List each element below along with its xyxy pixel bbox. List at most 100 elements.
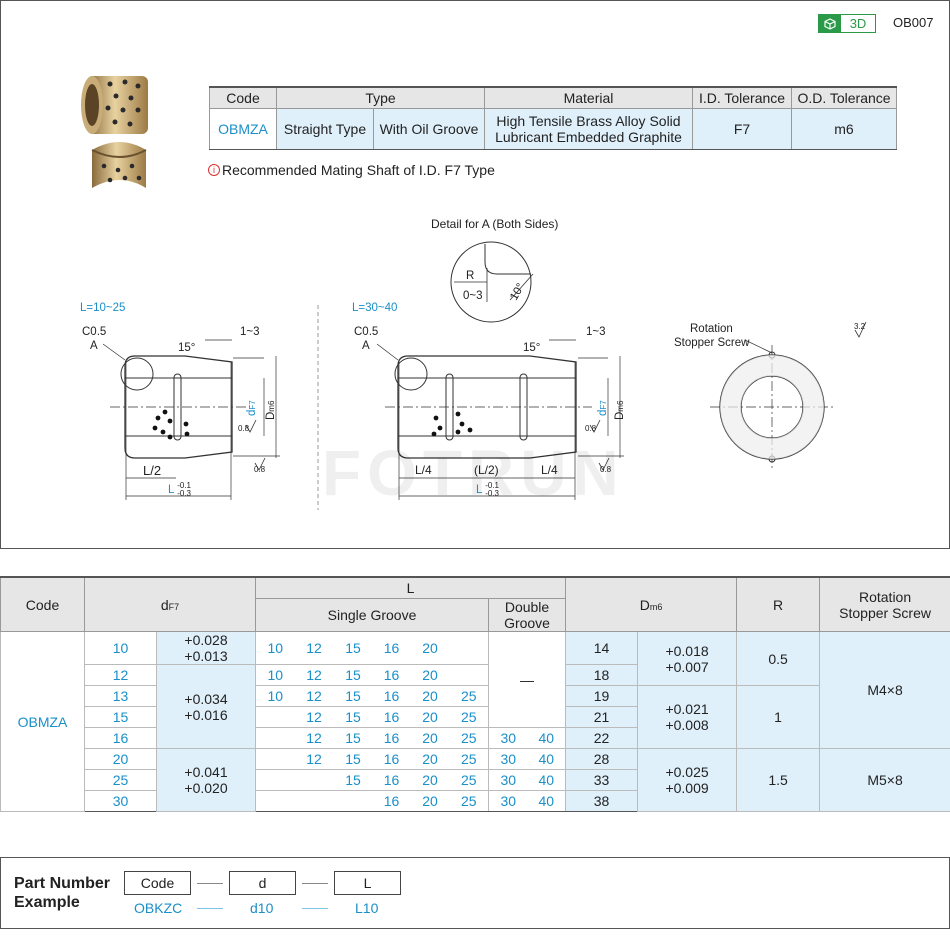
single-groove-length: 10 bbox=[255, 631, 295, 665]
single-groove-length: 25 bbox=[449, 790, 489, 812]
od-value: 21 bbox=[565, 706, 639, 728]
header-code: Code bbox=[0, 576, 85, 632]
single-groove-length: 16 bbox=[372, 664, 411, 686]
d-value: 25 bbox=[84, 769, 157, 791]
single-groove-length bbox=[255, 748, 295, 770]
single-groove-length bbox=[449, 664, 489, 686]
spec-header-type: Type bbox=[276, 86, 485, 109]
od-value: 33 bbox=[565, 769, 639, 791]
spec-code: OBMZA bbox=[209, 108, 277, 150]
od-value: 18 bbox=[565, 664, 639, 686]
double-groove-length: 30 bbox=[488, 790, 528, 812]
right-l-dim: L -0.1-0.3 bbox=[476, 481, 499, 498]
single-groove-length bbox=[255, 727, 295, 749]
single-groove-length: 20 bbox=[410, 631, 450, 665]
single-groove-length: 15 bbox=[333, 664, 373, 686]
single-groove-length: 16 bbox=[372, 685, 411, 707]
info-icon: i bbox=[208, 164, 220, 176]
part-example-code: OBKZC bbox=[134, 900, 183, 916]
right-half-l: (L/2) bbox=[474, 463, 499, 477]
d-value: 20 bbox=[84, 748, 157, 770]
ring-roughness: 3.2 bbox=[854, 322, 866, 331]
single-groove-length: 20 bbox=[410, 748, 450, 770]
left-dim13: 1~3 bbox=[240, 326, 260, 338]
single-groove-length: 20 bbox=[410, 664, 450, 686]
right-roughness-id: 0.8 bbox=[585, 424, 597, 433]
right-D-dim: Dm6 bbox=[614, 400, 626, 420]
single-groove-length bbox=[333, 790, 373, 812]
single-groove-length: 12 bbox=[294, 706, 334, 728]
double-groove-length: 40 bbox=[527, 748, 566, 770]
product-code: OB007 bbox=[893, 15, 934, 30]
single-groove-length: 25 bbox=[449, 769, 489, 791]
detail-title: Detail for A (Both Sides) bbox=[431, 217, 559, 231]
double-groove-length: 30 bbox=[488, 727, 528, 749]
part-example-dash-1 bbox=[197, 908, 223, 909]
d-value: 16 bbox=[84, 727, 157, 749]
header-D: Dm6 bbox=[565, 576, 738, 632]
header-l: L bbox=[254, 576, 567, 599]
right-roughness-od: 0.8 bbox=[600, 465, 612, 474]
note-text: Recommended Mating Shaft of I.D. F7 Type bbox=[222, 162, 495, 178]
left-l-dim: L -0.1-0.3 bbox=[168, 481, 191, 498]
single-groove-length: 25 bbox=[449, 727, 489, 749]
part-dash-2 bbox=[302, 883, 328, 884]
double-groove-length: 40 bbox=[527, 727, 566, 749]
single-groove-length: 25 bbox=[449, 706, 489, 728]
left-a-label: A bbox=[90, 340, 98, 352]
r-value: 1 bbox=[736, 685, 821, 749]
part-code-box: Code bbox=[124, 871, 191, 895]
od-value: 19 bbox=[565, 685, 639, 707]
left-range: L=10~25 bbox=[80, 302, 126, 314]
left-chamfer: C0.5 bbox=[82, 326, 107, 338]
single-groove-length: 15 bbox=[333, 631, 373, 665]
left-roughness-od: 0.8 bbox=[254, 465, 266, 474]
double-groove-length: 30 bbox=[488, 769, 528, 791]
part-example-dash-2 bbox=[302, 908, 328, 909]
single-groove-length: 10 bbox=[255, 685, 295, 707]
part-example-d: d10 bbox=[250, 900, 274, 916]
single-groove-length bbox=[294, 769, 334, 791]
single-groove-length bbox=[255, 790, 295, 812]
d-tolerance: +0.041+0.020 bbox=[156, 748, 256, 812]
3d-label: 3D bbox=[849, 16, 867, 31]
rotation-label-1: Rotation bbox=[690, 323, 733, 335]
single-groove-length: 16 bbox=[372, 748, 411, 770]
spec-header-code: Code bbox=[209, 86, 277, 109]
single-groove-length: 15 bbox=[333, 769, 373, 791]
part-example-l: L10 bbox=[355, 900, 379, 916]
double-groove-length: 40 bbox=[527, 769, 566, 791]
single-groove-length: 16 bbox=[372, 769, 411, 791]
right-chamfer: C0.5 bbox=[354, 326, 379, 338]
r-value: 1.5 bbox=[736, 748, 821, 812]
single-groove-length: 16 bbox=[372, 706, 411, 728]
d-value: 13 bbox=[84, 685, 157, 707]
left-half-l: L/2 bbox=[143, 463, 162, 478]
d-value: 12 bbox=[84, 664, 157, 686]
right-range: L=30~40 bbox=[352, 302, 398, 314]
r-value: 0.5 bbox=[736, 631, 821, 686]
od-value: 14 bbox=[565, 631, 639, 665]
d-value: 10 bbox=[84, 631, 157, 665]
single-groove-length: 12 bbox=[294, 748, 334, 770]
d-value: 15 bbox=[84, 706, 157, 728]
single-groove-length: 10 bbox=[255, 664, 295, 686]
material-line-1: High Tensile Brass Alloy Solid bbox=[496, 113, 681, 129]
stopper-screw: M5×8 bbox=[819, 748, 950, 812]
right-quarter-l-left: L/4 bbox=[415, 463, 432, 477]
material-line-2: Lubricant Embedded Graphite bbox=[495, 129, 682, 145]
part-number-title: Part Number Example bbox=[14, 875, 111, 911]
spec-header-id-tolerance: I.D. Tolerance bbox=[692, 86, 792, 109]
technical-drawing bbox=[102, 241, 867, 510]
header-r: R bbox=[736, 576, 821, 632]
spec-table: Code Type Material I.D. Tolerance O.D. T… bbox=[209, 86, 897, 150]
single-groove-length: 15 bbox=[333, 685, 373, 707]
3d-model-button[interactable]: 3D bbox=[818, 14, 876, 33]
